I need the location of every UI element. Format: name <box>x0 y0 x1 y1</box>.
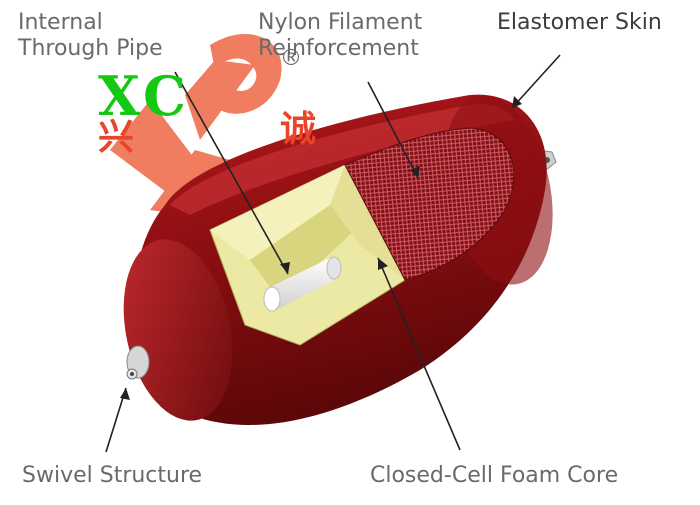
label-swivel-structure: Swivel Structure <box>22 463 203 488</box>
arrow-nylon <box>367 81 419 179</box>
label-nylon-line2: Reinforcement <box>258 36 419 61</box>
registered-mark: ® <box>280 46 302 71</box>
arrow-foam <box>377 257 461 451</box>
label-elastomer-skin: Elastomer Skin <box>497 10 662 35</box>
swivel-left <box>126 345 150 380</box>
label-nylon-filament-reinforcement: Nylon Filament Reinforcement <box>258 10 422 62</box>
arrow-elastomer <box>511 54 561 109</box>
leader-lines <box>105 54 561 453</box>
label-internal-through-pipe: Internal Through Pipe <box>18 10 163 62</box>
arrow-swivel <box>105 387 127 453</box>
internal-pipe <box>263 256 342 312</box>
arrow-internal-pipe <box>174 71 289 275</box>
label-nylon-line1: Nylon Filament <box>258 10 423 35</box>
label-internal-line2: Through Pipe <box>18 36 163 61</box>
label-internal-line1: Internal <box>18 10 103 35</box>
watermark-char-left: 兴 <box>98 117 135 158</box>
nylon-mesh <box>344 127 515 281</box>
label-closed-cell-foam-core: Closed-Cell Foam Core <box>370 463 619 488</box>
watermark-char-right: 诚 <box>280 109 317 150</box>
cutaway <box>209 127 515 346</box>
watermark-letters: XC <box>98 64 190 128</box>
